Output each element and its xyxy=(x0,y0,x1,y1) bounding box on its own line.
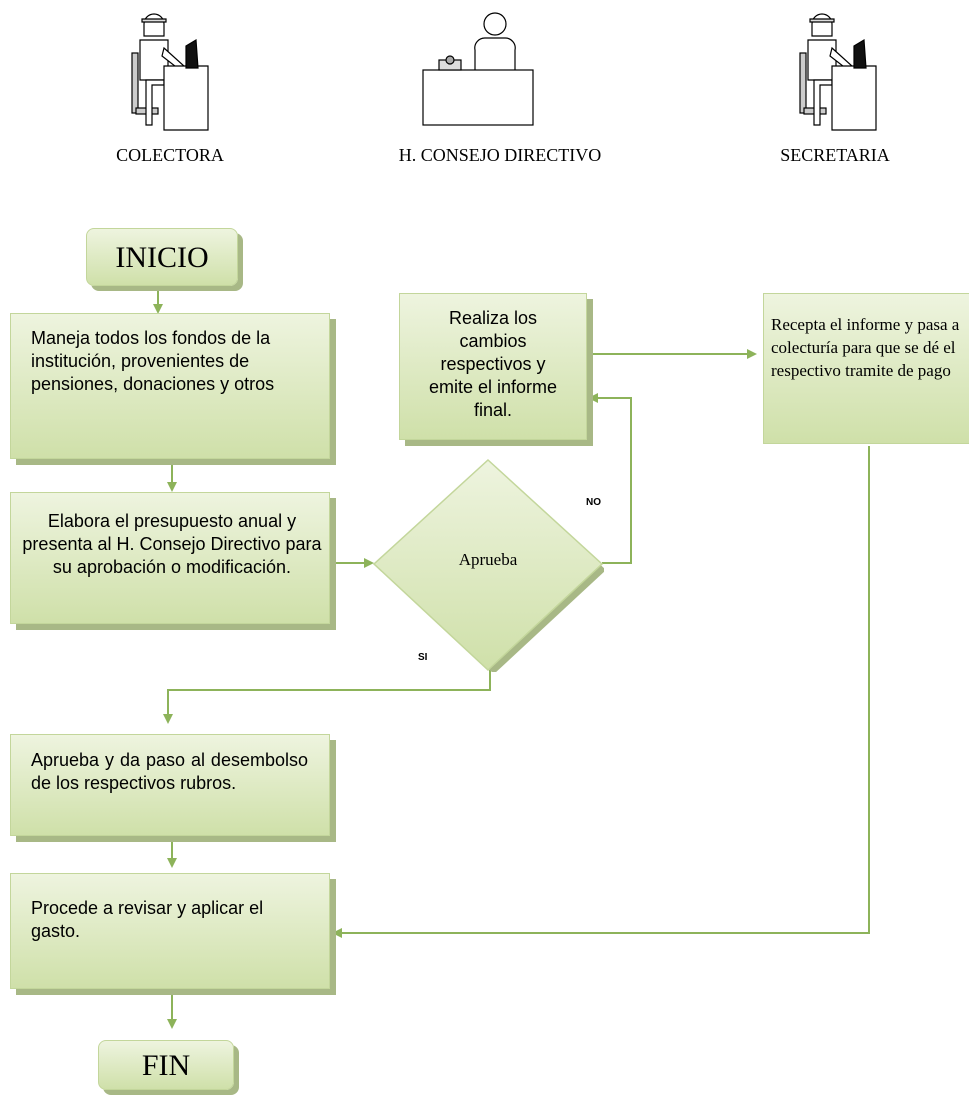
process-receive-report xyxy=(763,293,969,444)
actor-label-colectora: COLECTORA xyxy=(116,145,224,165)
process-manage-funds xyxy=(10,313,330,459)
process-apply-expense-text: Procede a revisar y aplicar el gasto. xyxy=(31,898,264,941)
decision-approve xyxy=(372,458,604,672)
arrow-decision-si xyxy=(163,670,491,724)
process-apply-expense xyxy=(10,873,330,989)
start-node: INICIO xyxy=(86,228,238,286)
process-changes xyxy=(399,293,587,440)
worker-at-computer-icon xyxy=(131,13,209,131)
process-budget-text: Elabora el presupuesto anual y presenta … xyxy=(22,511,322,577)
decision-approve-text: Aprueba xyxy=(458,550,518,569)
process-approve-disbursement-text: Aprueba y da paso al desembolso de los r… xyxy=(31,750,308,793)
process-receive-report-text: Recepta el informe y pasa a colecturía p… xyxy=(771,315,960,380)
arrow-decision-no xyxy=(588,393,632,564)
actor-label-secretaria: SECRETARIA xyxy=(780,145,890,165)
actor-label-consejo: H. CONSEJO DIRECTIVO xyxy=(398,145,602,165)
person-at-desk-icon xyxy=(422,12,534,126)
arrow-recepta-procede xyxy=(332,446,870,938)
process-changes-text: Realiza los cambios respectivos y emite … xyxy=(428,308,558,420)
process-approve-disbursement xyxy=(10,734,330,836)
process-budget xyxy=(10,492,330,624)
branch-label-si: SI xyxy=(418,652,428,663)
end-node: FIN xyxy=(98,1040,234,1090)
process-manage-funds-text: Maneja todos los fondos de la institució… xyxy=(31,328,275,394)
branch-label-no: NO xyxy=(586,497,601,508)
worker-at-computer-icon xyxy=(799,13,877,131)
